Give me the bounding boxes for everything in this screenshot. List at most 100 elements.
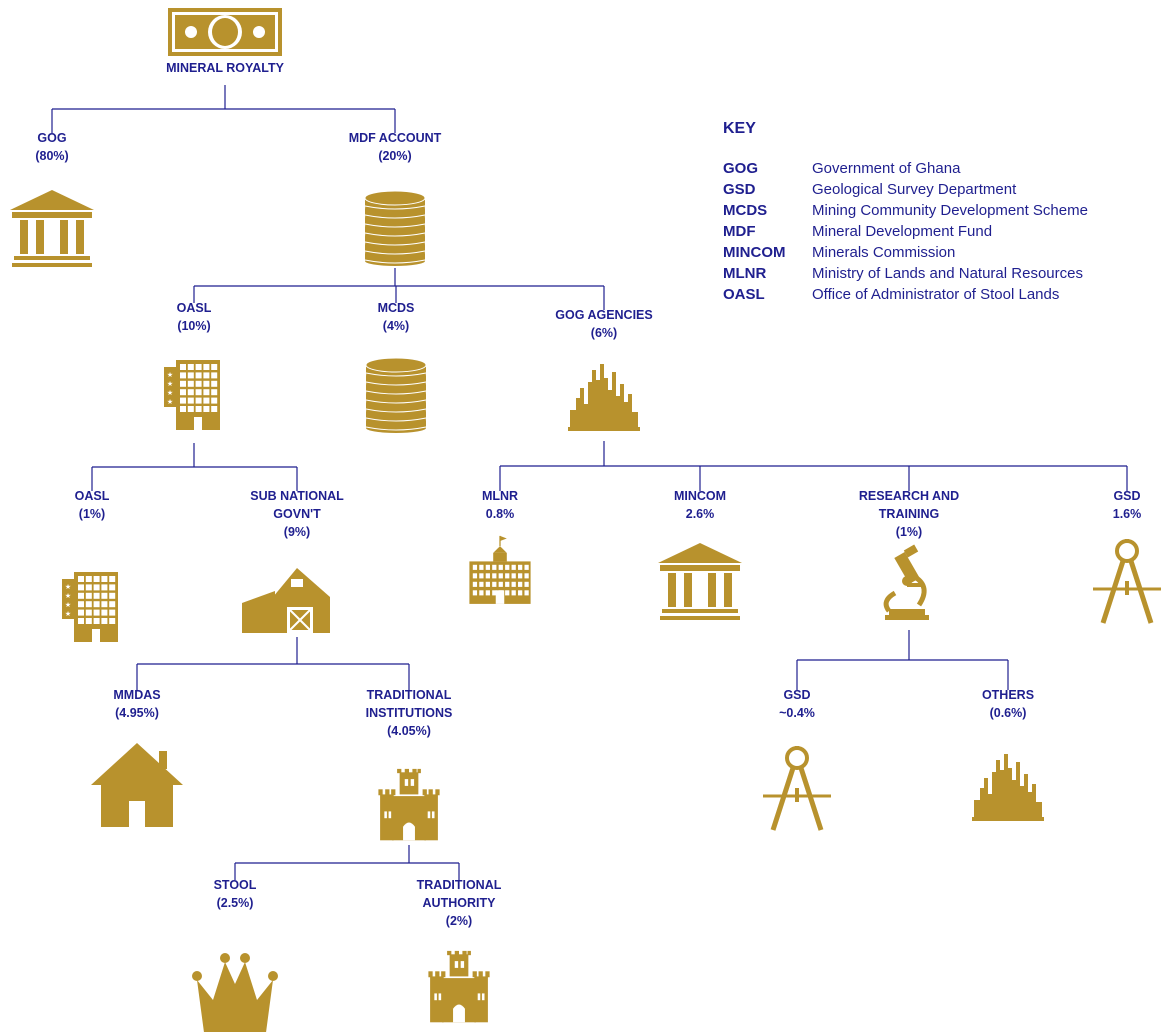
traditional-authority-label-line: TRADITIONAL [416, 878, 502, 892]
traditional-authority-label-line: (2%) [445, 914, 473, 928]
mlnr-label-line: 0.8% [485, 507, 515, 521]
oasl-10-connector [91, 443, 298, 491]
mincom-label-line: MINCOM [673, 489, 727, 503]
key-definition: Minerals Commission [812, 244, 956, 261]
sub-national-connector [136, 637, 410, 690]
key-abbreviation: MINCOM [723, 244, 786, 261]
gsd-top-label: GSD 1.6% [1113, 487, 1142, 523]
svg-text:★: ★ [167, 389, 173, 397]
svg-text:★: ★ [167, 371, 173, 379]
office-building-icon: ★ ★ ★ ★ [164, 360, 220, 430]
gsd-sub-label-line: ~0.4% [779, 706, 815, 720]
gog-agencies-label-line: (6%) [590, 326, 618, 340]
house-icon [91, 743, 183, 827]
connector-lines [51, 85, 1128, 880]
mineral-royalty-label: MINERAL ROYALTY [166, 59, 284, 77]
castle-icon [428, 950, 490, 1023]
mlnr-label-line: MLNR [481, 489, 519, 503]
others-label-line: (0.6%) [989, 706, 1027, 720]
svg-text:★: ★ [65, 583, 71, 591]
banknote-icon [168, 8, 282, 56]
compass-icon [1093, 539, 1161, 624]
key-definition: Office of Administrator of Stool Lands [812, 286, 1060, 303]
gog-agencies-label: GOG AGENCIES (6%) [555, 306, 652, 342]
stool-label-line: (2.5%) [216, 896, 254, 910]
compass-icon [763, 746, 831, 831]
stool-label-line: STOOL [213, 878, 257, 892]
mlnr-label: MLNR 0.8% [482, 487, 518, 523]
key-abbreviation: GSD [723, 181, 756, 198]
others-label-line: OTHERS [981, 688, 1035, 702]
mcds-label-line: (4%) [382, 319, 410, 333]
oasl-10-label: OASL(10%) [177, 299, 212, 335]
research-training-label-line: (1%) [895, 525, 923, 539]
research-training-connector [796, 630, 1009, 690]
svg-text:★: ★ [167, 398, 173, 406]
key-abbreviation: MLNR [723, 265, 767, 282]
key-abbreviation: OASL [723, 286, 765, 303]
traditional-institutions-label-line: INSTITUTIONS [365, 706, 453, 720]
gsd-sub-label-line: GSD [783, 688, 811, 702]
office-building-icon: ★ ★ ★ ★ [62, 572, 118, 642]
key-entry: MINCOM Minerals Commission [723, 242, 1088, 263]
oasl-1-label-line: OASL [74, 489, 110, 503]
stool-label: STOOL (2.5%) [214, 876, 257, 912]
gog-agencies-label-line: GOG AGENCIES [555, 308, 653, 322]
key-entry: MCDS Mining Community Development Scheme [723, 200, 1088, 221]
node-icons: ★ ★ ★ ★ ★ ★ ★ ★ [10, 8, 1161, 1032]
mmdas-label-line: MMDAS [113, 688, 161, 702]
mineral-royalty-connector [51, 85, 396, 133]
mmdas-label-line: (4.95%) [115, 706, 159, 720]
traditional-authority-label-line: AUTHORITY [422, 896, 496, 910]
oasl-10-label-line: (10%) [177, 319, 211, 333]
others-label: OTHERS (0.6%) [982, 686, 1034, 722]
barn-icon [242, 568, 330, 633]
oasl-1-label: OASL (1%) [75, 487, 110, 523]
svg-text:★: ★ [65, 601, 71, 609]
key-abbreviation: MDF [723, 223, 756, 240]
mincom-label-line: 2.6% [685, 507, 715, 521]
key-definition: Ministry of Lands and Natural Resources [812, 265, 1083, 282]
coin-stack-icon [365, 357, 427, 433]
key-definition: Mining Community Development Scheme [812, 202, 1088, 219]
research-training-label-line: RESEARCH AND [858, 489, 960, 503]
mcds-label-line: MCDS [377, 301, 415, 315]
gog-agencies-connector [499, 441, 1128, 491]
svg-text:★: ★ [65, 610, 71, 618]
gsd-sub-label: GSD ~0.4% [779, 686, 815, 722]
mdf-account-label-line: (20%) [378, 149, 412, 163]
svg-text:★: ★ [167, 380, 173, 388]
traditional-institutions-label-line: (4.05%) [387, 724, 431, 738]
gog-label-line: (80%) [35, 149, 69, 163]
mcds-label: MCDS (4%) [378, 299, 415, 335]
gsd-top-label-line: GSD [1113, 489, 1141, 503]
government-building-icon [658, 543, 742, 620]
traditional-institutions-label-line: TRADITIONAL [366, 688, 452, 702]
key-definition: Mineral Development Fund [812, 223, 993, 240]
key-abbreviation: MCDS [723, 202, 768, 219]
school-building-icon [469, 535, 531, 604]
microscope-icon [883, 544, 929, 620]
oasl-1-label-line: (1%) [78, 507, 106, 521]
mdf-account-label-line: MDF ACCOUNT [348, 131, 442, 145]
sub-national-label-line: (9%) [283, 525, 311, 539]
mineral-royalty-label-line: MINERAL ROYALTY [166, 61, 284, 75]
traditional-institutions-label: TRADITIONAL INSTITUTIONS (4.05%) [366, 686, 453, 740]
mdf-account-connector [193, 268, 605, 310]
city-skyline-icon [972, 754, 1044, 821]
key-entry: OASL Office of Administrator of Stool Lan… [723, 284, 1088, 305]
key-definition: Government of Ghana [812, 160, 961, 177]
key-title: KEY [723, 120, 756, 137]
sub-national-label: SUB NATIONAL GOVN'T (9%) [250, 487, 344, 541]
gsd-top-label-line: 1.6% [1112, 507, 1142, 521]
sub-national-label-line: SUB NATIONAL [250, 489, 344, 503]
mincom-label: MINCOM 2.6% [674, 487, 726, 523]
government-building-icon [10, 190, 94, 267]
sub-national-label-line: GOVN'T [273, 507, 321, 521]
castle-icon [378, 768, 440, 841]
